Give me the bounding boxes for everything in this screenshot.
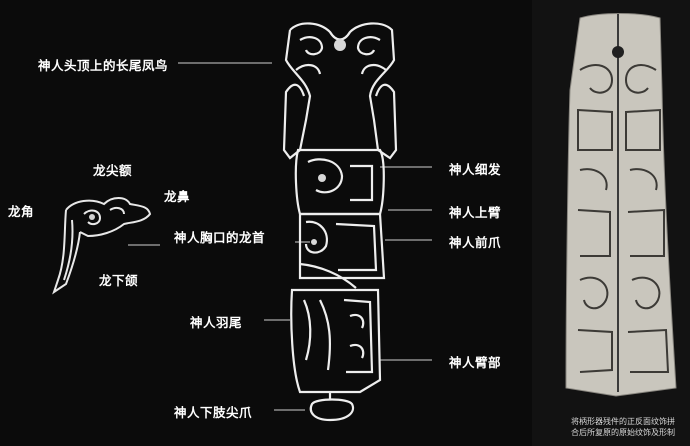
caption-line-1: 将柄形器残件的正反面纹饰拼 xyxy=(571,417,675,426)
label-lower-claw: 神人下肢尖爪 xyxy=(174,405,253,420)
label-chest-dragon-head: 神人胸口的龙首 xyxy=(174,230,266,245)
label-arm: 神人臂部 xyxy=(449,355,502,370)
label-dragon-horn: 龙角 xyxy=(8,204,35,219)
label-phoenix: 神人头顶上的长尾凤鸟 xyxy=(38,58,169,73)
label-dragon-nose: 龙鼻 xyxy=(164,189,191,204)
label-forepaw: 神人前爪 xyxy=(449,235,502,250)
label-hair: 神人细发 xyxy=(449,162,502,177)
label-upper-arm: 神人上臂 xyxy=(449,205,502,220)
label-dragon-forehead: 龙尖额 xyxy=(93,163,133,178)
caption-line-2: 合后所复原的原始纹饰及形制 xyxy=(571,428,675,437)
label-feather-tail: 神人羽尾 xyxy=(190,315,243,330)
label-lower-jaw: 龙下颌 xyxy=(99,273,139,288)
